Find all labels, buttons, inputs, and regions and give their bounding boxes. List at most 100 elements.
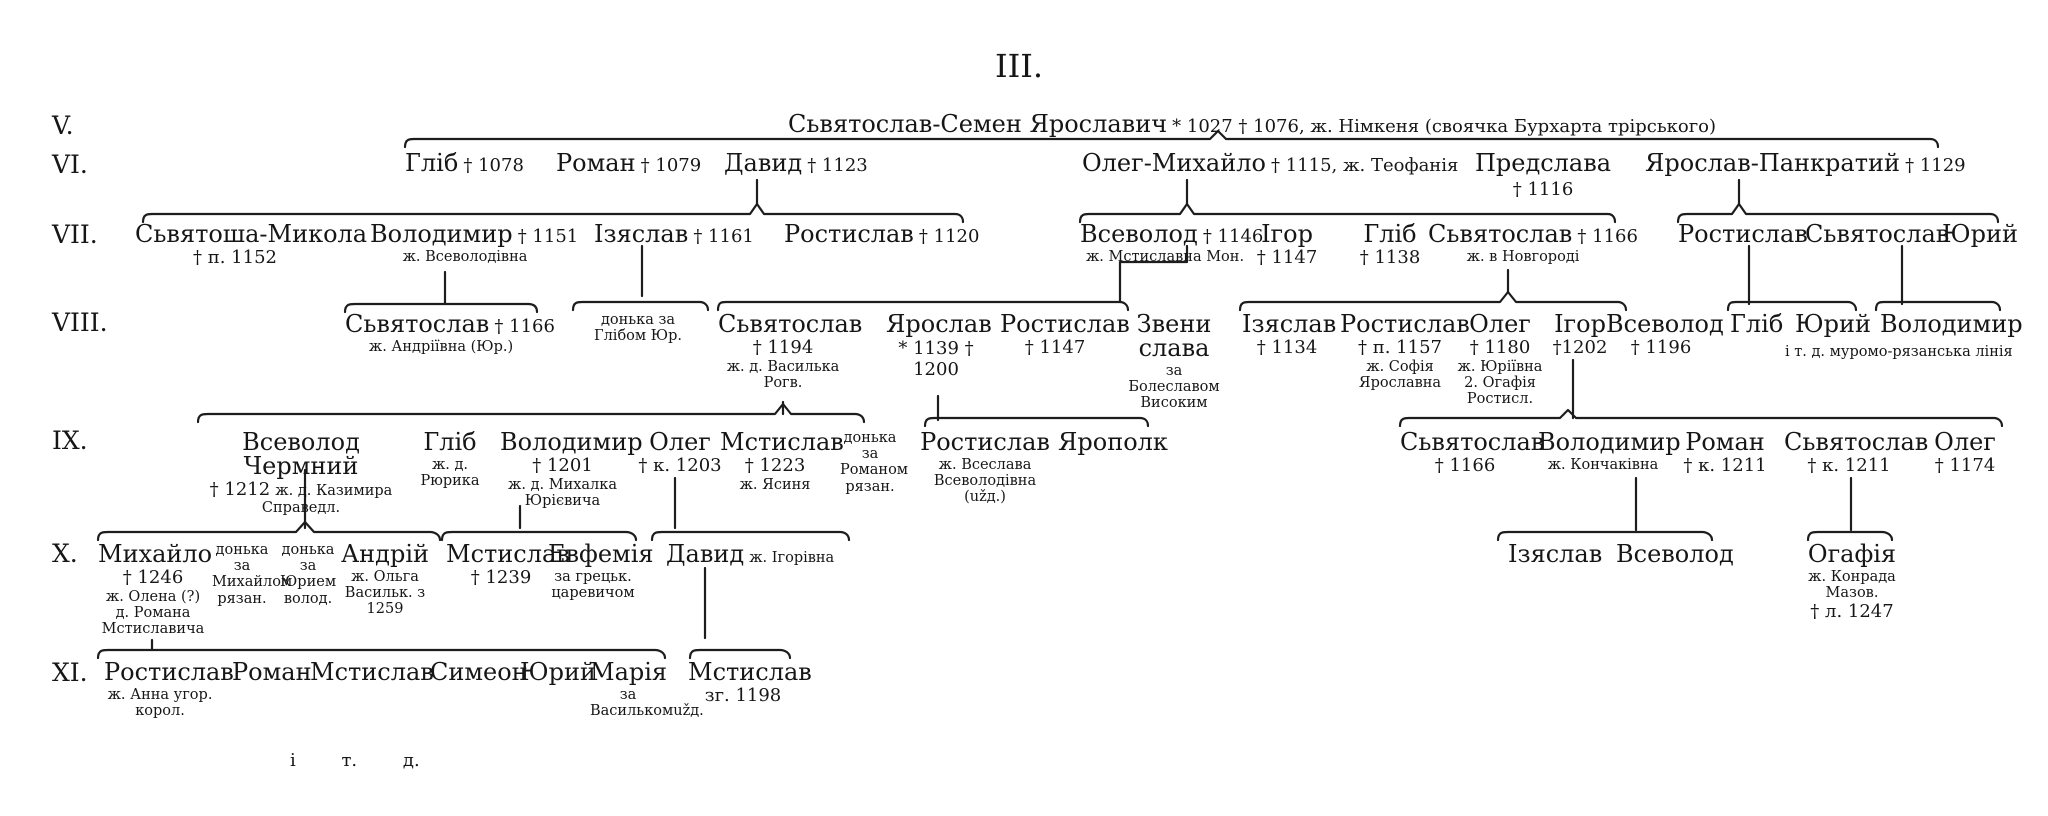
person-info: † к. 1203 <box>638 455 722 476</box>
bracket-volodymyr9b <box>1496 530 1714 542</box>
person-daughter10b: донька за Юрием волод. <box>280 542 337 607</box>
person-info: † 1151 <box>517 226 579 247</box>
person-info: † 1246 <box>122 567 184 588</box>
bracket-vsevolod9 <box>96 520 442 542</box>
person-note: ж. Анна угор. корол. <box>107 687 213 720</box>
person-name: Роман <box>556 149 636 177</box>
person-name: Огафія <box>1807 540 1897 568</box>
person-name: Ізяслав <box>594 220 689 248</box>
bracket-yaroslav8 <box>923 416 1150 428</box>
bracket-rostyslav7b <box>1726 300 1858 312</box>
person-note: ж. д. Михалка Юрієвича <box>508 477 617 510</box>
person-yurii7: Юрий <box>1942 220 2018 248</box>
person-root: Сьвятослав-Семен Ярославич * 1027 † 1076… <box>788 112 1716 136</box>
person-info: † 1138 <box>1359 247 1421 268</box>
person-note: ж. Мстиславна Мон. <box>1085 249 1245 265</box>
bracket-vsevolod7 <box>716 300 1130 312</box>
person-glib6: Гліб † 1078 <box>405 151 524 175</box>
person-note: ж. Всеволодівна <box>402 249 528 265</box>
person-name: Ростислав <box>784 220 914 248</box>
person-note: ж. д. Василька Рогв. <box>726 359 840 392</box>
person-info: * 1027 † 1076, ж. Німкеня (своячка Бурха… <box>1172 116 1717 137</box>
person-info: † к. 1211 <box>1807 455 1891 476</box>
person-name: Всеволод <box>1080 220 1198 248</box>
person-name: Сьвятослав-Семен Ярославич <box>788 110 1168 138</box>
person-name: Володимир <box>370 220 513 248</box>
bracket-oleg9 <box>650 530 851 542</box>
person-oleg9b: Олег† 1174 <box>1930 430 2000 475</box>
person-note: ж. Софія Ярославна <box>1358 359 1442 392</box>
person-name: Сьвятослав <box>345 310 490 338</box>
person-name: Всеволод <box>1606 310 1724 338</box>
person-davyd10: Давид ж. Ігорівна <box>666 542 834 566</box>
person-name: Сьвятослав <box>718 310 863 338</box>
person-name: Сьвятослав <box>1400 428 1545 456</box>
person-info: † 1078 <box>463 155 524 176</box>
person-daughter10a: донька за Михайлом рязан. <box>212 542 293 607</box>
person-info: † 1196 <box>1630 337 1692 358</box>
person-name: Евфемія <box>548 540 654 568</box>
person-info: † 1223 <box>744 455 806 476</box>
person-note: ж. в Новгороді <box>1466 249 1580 265</box>
person-info: † 1212 <box>209 479 271 500</box>
bracket-volodymyr9 <box>440 530 638 542</box>
person-name: Сьвятослав <box>1428 220 1573 248</box>
person-rostyslav7: Ростислав † 1120 <box>784 222 979 246</box>
person-note: ж. Андріївна (Юр.) <box>368 339 514 355</box>
person-name: Марія <box>590 658 668 686</box>
person-yaroslav8: Ярослав* 1139 † 1200 <box>886 312 992 380</box>
person-info: † 1180 <box>1469 337 1531 358</box>
person-name: Гліб <box>405 149 459 177</box>
person-info: † 1166 <box>1577 226 1638 247</box>
person-mstyslav10: Мстислав† 1239 <box>446 542 570 587</box>
person-sviatoslav7b: Сьвятослав <box>1805 220 1950 248</box>
person-info: †1202 <box>1552 337 1608 358</box>
continuation-note: і т. д. <box>290 750 420 771</box>
person-note: ж. Конрада Мазов. <box>1808 569 1896 602</box>
person-vsevolod9: Всеволод Чермний† 1212 ж. д. Казимира Сп… <box>196 430 406 516</box>
person-info: † 1161 <box>693 226 754 247</box>
person-info: † л. 1247 <box>1810 601 1894 623</box>
person-info: † 1194 <box>752 337 814 358</box>
person-info: † 1134 <box>1256 337 1318 358</box>
person-mstyslav11: Мстислав <box>310 658 434 686</box>
bracket-sviatoslav8b <box>196 402 866 424</box>
person-note: ж. Ольга Васильк. з 1259 <box>344 569 426 618</box>
person-ihor7: Ігор† 1147 <box>1252 222 1322 267</box>
person-note: ж. Всеслава Всеволодівна (užд.) <box>933 457 1037 506</box>
person-name: Ростислав <box>1340 310 1470 338</box>
person-info: † п. 1157 <box>1358 337 1442 358</box>
person-ihor8: Ігор†1202 <box>1545 312 1615 357</box>
person-sviatoslav9b: Сьвятослав† к. 1211 <box>1784 430 1928 476</box>
person-rostyslav8: Ростислав† 1147 <box>1000 310 1130 357</box>
person-yaroslav6: Ярослав-Панкратий † 1129 <box>1645 151 1966 175</box>
person-daughter9: донька за Романом рязан. <box>840 430 909 495</box>
generation-label-v: V. <box>52 111 74 140</box>
person-name: Мстислав <box>720 428 844 456</box>
person-info: † 1129 <box>1905 155 1966 176</box>
person-note: ж. Ігорівна <box>749 550 835 566</box>
person-name: Ростислав <box>1000 310 1130 338</box>
person-name: Ізяслав <box>1242 310 1337 338</box>
person-name: Ростислав <box>104 658 234 686</box>
person-name: Олег <box>1469 310 1531 338</box>
person-note: ж. Кончаківна <box>1547 457 1659 473</box>
person-name: Ярослав-Панкратий <box>1645 149 1900 177</box>
person-note: ж. д. Рюрика <box>420 457 480 490</box>
person-iziaslav10: Ізяслав <box>1508 540 1603 568</box>
person-name: Ростислав <box>920 428 1050 456</box>
person-info: † 1174 <box>1934 455 1996 476</box>
bracket-davyd10 <box>688 648 792 660</box>
person-name: Роман <box>1685 428 1765 456</box>
person-info: † к. 1211 <box>1683 455 1767 476</box>
person-sviatoslav9a: Сьвятослав† 1166 <box>1400 428 1545 475</box>
